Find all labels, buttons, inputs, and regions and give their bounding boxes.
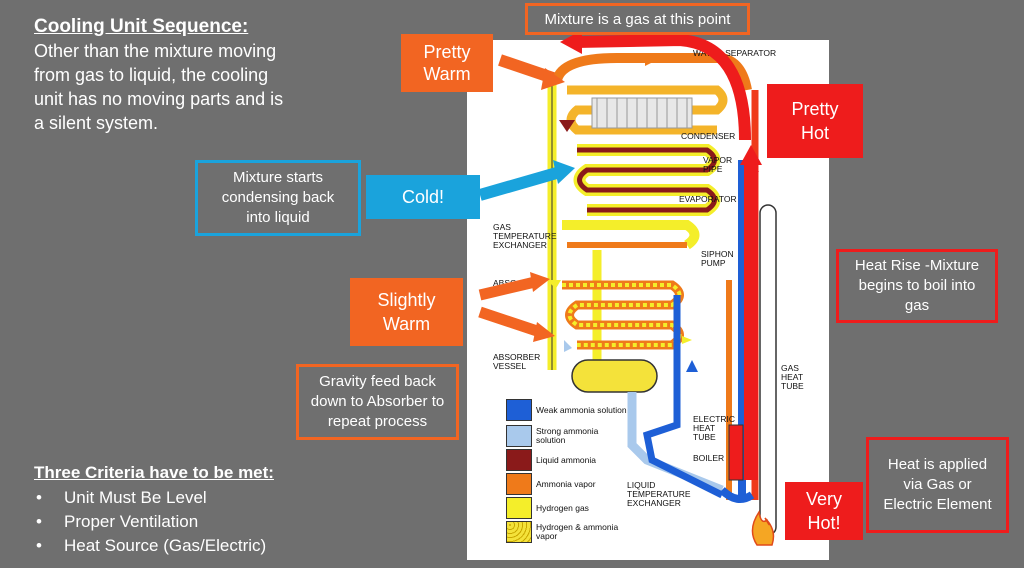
legend-label: Strong ammonia solution — [536, 426, 599, 445]
intro-line: unit has no moving parts and is — [34, 89, 284, 109]
label-siphon-pump: SIPHON PUMP — [701, 249, 734, 268]
criteria-heading: Three Criteria have to be met: — [34, 463, 274, 482]
legend-item: Hydrogen & ammonia vapor — [506, 521, 628, 543]
criteria-list: Unit Must Be Level Proper Ventilation He… — [34, 486, 266, 558]
criteria-item: Proper Ventilation — [34, 510, 266, 534]
label-condenser: CONDENSER — [681, 131, 736, 141]
slightly-warm-arrow-1 — [478, 276, 537, 301]
intro-line: a silent system. — [34, 113, 159, 133]
callout-slightly-warm: Slightly Warm — [350, 278, 463, 346]
legend-swatch — [506, 497, 532, 519]
intro-text: Other than the mixture moving from gas t… — [34, 39, 334, 135]
label-gas-temp-exchanger: GAS TEMPERATURE EXCHANGER — [493, 222, 557, 250]
top-arrow-head — [560, 30, 582, 54]
legend-swatch — [506, 521, 532, 543]
callout-gravity-feed: Gravity feed back down to Absorber to re… — [296, 364, 459, 440]
intro-heading: Cooling Unit Sequence: — [34, 16, 249, 37]
callout-pretty-warm: Pretty Warm — [401, 34, 493, 92]
flame-shape — [751, 509, 775, 546]
criteria-item: Unit Must Be Level — [34, 486, 266, 510]
legend-item: Strong ammonia solution — [506, 425, 628, 447]
diagram-drawing — [547, 53, 777, 546]
cold-arrow — [478, 166, 562, 201]
label-water-separator: WATER SEPARATOR — [693, 48, 777, 58]
hot-rise-arrow — [744, 160, 758, 480]
callout-heat-rise: Heat Rise -Mixture begins to boil into g… — [836, 249, 998, 323]
callout-pretty-hot: Pretty Hot — [767, 84, 863, 158]
legend: Weak ammonia solution Strong ammonia sol… — [498, 395, 628, 545]
label-evaporator: EVAPORATOR — [679, 194, 737, 204]
criteria-item: Heat Source (Gas/Electric) — [34, 534, 266, 558]
legend-label: Liquid ammonia — [536, 454, 597, 465]
legend-label: Hydrogen gas — [536, 502, 589, 513]
callout-heat-applied: Heat is applied via Gas or Electric Elem… — [866, 437, 1009, 533]
callout-cold: Cold! — [366, 175, 480, 219]
intro-line: from gas to liquid, the cooling — [34, 65, 269, 85]
absorber-vessel-shape — [571, 359, 658, 393]
legend-swatch — [506, 399, 532, 421]
label-vapor-pipe: VAPOR PIPE — [703, 155, 733, 174]
legend-label: Ammonia vapor — [536, 478, 596, 489]
callout-condensing: Mixture starts condensing back into liqu… — [195, 160, 361, 236]
legend-label: Weak ammonia solution — [536, 404, 627, 415]
label-absorber: ABSO — [493, 278, 517, 288]
legend-item: Hydrogen gas — [506, 497, 589, 519]
legend-swatch — [506, 425, 532, 447]
slightly-warm-arrow-2 — [478, 306, 542, 338]
label-electric-heat-tube: ELECTRIC HEAT TUBE — [693, 414, 736, 442]
callout-very-hot: Very Hot! — [785, 482, 863, 540]
label-liquid-temp-exchanger: LIQUID TEMPERATURE EXCHANGER — [627, 480, 691, 508]
label-gas-heat-tube: GAS HEAT TUBE — [781, 363, 804, 391]
intro-line: Other than the mixture moving — [34, 41, 277, 61]
legend-swatch — [506, 449, 532, 471]
legend-item: Ammonia vapor — [506, 473, 596, 495]
legend-item: Liquid ammonia — [506, 449, 596, 471]
label-boiler: BOILER — [693, 453, 725, 463]
legend-swatch — [506, 473, 532, 495]
label-absorber-vessel: ABSORBER VESSEL — [493, 352, 541, 371]
legend-item: Weak ammonia solution — [506, 399, 627, 421]
callout-gas-point: Mixture is a gas at this point — [525, 3, 750, 35]
legend-label: Hydrogen & ammonia vapor — [536, 522, 619, 541]
top-curved-arrow — [574, 33, 751, 141]
